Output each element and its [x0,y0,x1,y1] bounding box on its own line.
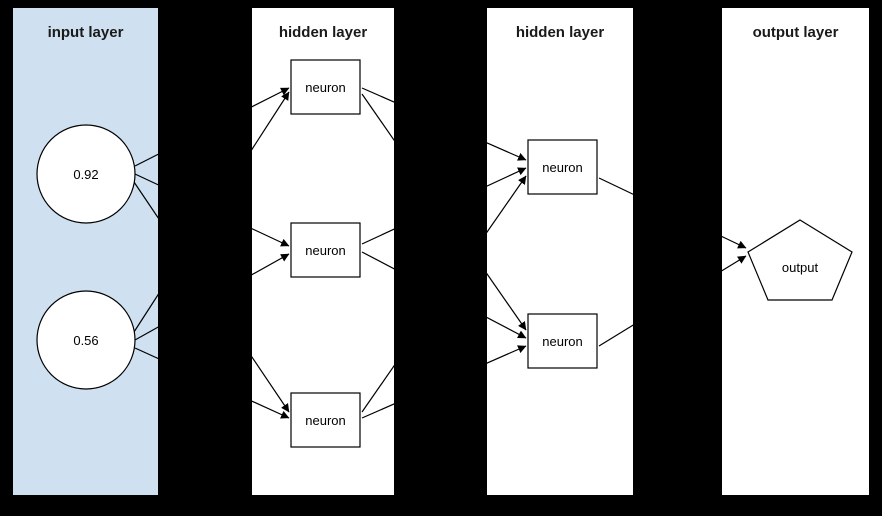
h2-neuron-1-box[interactable] [527,139,598,195]
h1-neuron-2-label: neuron [305,243,345,258]
edge-h1n1-h2n1 [361,87,527,161]
edge-h2n1-output [598,177,747,249]
edges-hidden1-to-hidden2 [361,87,527,419]
edge-h2n2-output [598,255,747,347]
input-1-circle[interactable] [36,124,136,224]
panel-title-input-layer: input layer [48,24,124,41]
input-nodes: 0.92 0.56 [36,124,136,390]
node-h1-neuron-1[interactable]: neuron [290,59,361,115]
output-pentagon[interactable] [747,219,853,301]
node-output[interactable]: output [747,219,853,301]
node-h2-neuron-2[interactable]: neuron [527,313,598,369]
panel-input-layer[interactable] [13,8,158,495]
edge-h1n3-h2n2 [361,345,527,419]
edge-input2-h1n3 [134,347,290,419]
output-nodes: output [747,219,853,301]
h2-neuron-2-label: neuron [542,334,582,349]
panel-title-hidden-layer-2: hidden layer [516,24,605,41]
h2-neuron-2-box[interactable] [527,313,598,369]
edge-input2-h1n1 [133,91,290,333]
node-input-1[interactable]: 0.92 [36,124,136,224]
node-input-2[interactable]: 0.56 [36,290,136,390]
edge-input1-h1n2 [134,173,290,247]
edges-input-to-hidden1 [133,87,290,419]
h1-neuron-1-box[interactable] [290,59,361,115]
h2-neuron-1-label: neuron [542,160,582,175]
h1-neuron-3-box[interactable] [290,392,361,448]
output-label: output [782,260,819,275]
hidden2-nodes: neuron neuron [527,139,598,369]
edge-h1n2-h2n1 [361,167,527,245]
edge-input2-h1n2 [134,253,290,341]
input-1-label: 0.92 [73,167,98,182]
panel-title-hidden-layer-1: hidden layer [279,24,368,41]
input-2-circle[interactable] [36,290,136,390]
node-h1-neuron-2[interactable]: neuron [290,222,361,278]
h1-neuron-2-box[interactable] [290,222,361,278]
node-h1-neuron-3[interactable]: neuron [290,392,361,448]
edge-h1n3-h2n1 [361,175,527,413]
h1-neuron-1-label: neuron [305,80,345,95]
input-2-label: 0.56 [73,333,98,348]
panel-hidden-layer-2[interactable] [487,8,633,495]
edge-input1-h1n1 [134,87,290,167]
panel-title-output-layer: output layer [753,24,839,41]
node-h2-neuron-1[interactable]: neuron [527,139,598,195]
h1-neuron-3-label: neuron [305,413,345,428]
edges-hidden2-to-output [598,177,747,347]
hidden1-nodes: neuron neuron neuron [290,59,361,448]
edge-h1n1-h2n2 [361,93,527,331]
